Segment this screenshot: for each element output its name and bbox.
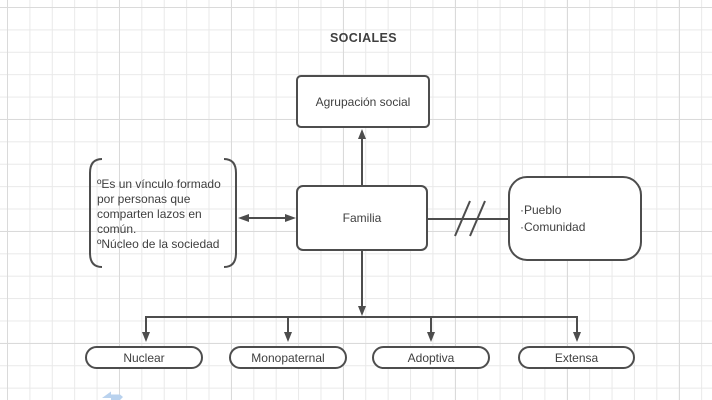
node-monopaternal[interactable]: Monopaternal bbox=[229, 346, 347, 369]
collab-cursor-icon bbox=[102, 391, 123, 400]
slash-mark bbox=[454, 200, 471, 237]
connector-familia-agrupacion[interactable] bbox=[358, 129, 366, 185]
slash-mark bbox=[469, 200, 486, 237]
node-adoptiva-label: Adoptiva bbox=[407, 350, 455, 365]
pueblo-line: ·Pueblo bbox=[520, 203, 562, 217]
connector-familia-children[interactable] bbox=[142, 251, 581, 342]
note-item: ºEs un vínculo formado por personas que … bbox=[97, 177, 221, 236]
pueblo-comunidad-text: ·Pueblo ·Comunidad bbox=[520, 202, 585, 235]
node-monopaternal-label: Monopaternal bbox=[251, 350, 325, 365]
node-familia-note[interactable]: ºEs un vínculo formado por personas que … bbox=[90, 158, 236, 268]
note-bracket-shape[interactable] bbox=[89, 158, 237, 268]
node-pueblo-comunidad[interactable]: ·Pueblo ·Comunidad bbox=[508, 176, 642, 261]
note-text: ºEs un vínculo formado por personas que … bbox=[97, 177, 230, 252]
node-nuclear-label: Nuclear bbox=[123, 350, 165, 365]
note-item: ºNúcleo de la sociedad bbox=[97, 237, 220, 251]
diagram-title[interactable]: SOCIALES bbox=[329, 31, 398, 45]
node-nuclear[interactable]: Nuclear bbox=[85, 346, 203, 369]
node-agrupacion-social[interactable]: Agrupación social bbox=[296, 75, 430, 128]
node-agrupacion-social-label: Agrupación social bbox=[315, 94, 411, 109]
node-extensa-label: Extensa bbox=[554, 350, 599, 365]
connector-familia-pueblo[interactable] bbox=[428, 200, 508, 237]
comunidad-line: ·Comunidad bbox=[520, 219, 586, 234]
node-familia-label: Familia bbox=[342, 211, 382, 225]
node-extensa[interactable]: Extensa bbox=[518, 346, 635, 369]
left-bracket bbox=[89, 158, 103, 268]
connector-familia-note[interactable] bbox=[238, 214, 296, 222]
right-bracket bbox=[223, 158, 237, 268]
node-adoptiva[interactable]: Adoptiva bbox=[372, 346, 490, 369]
node-familia[interactable]: Familia bbox=[296, 185, 428, 251]
